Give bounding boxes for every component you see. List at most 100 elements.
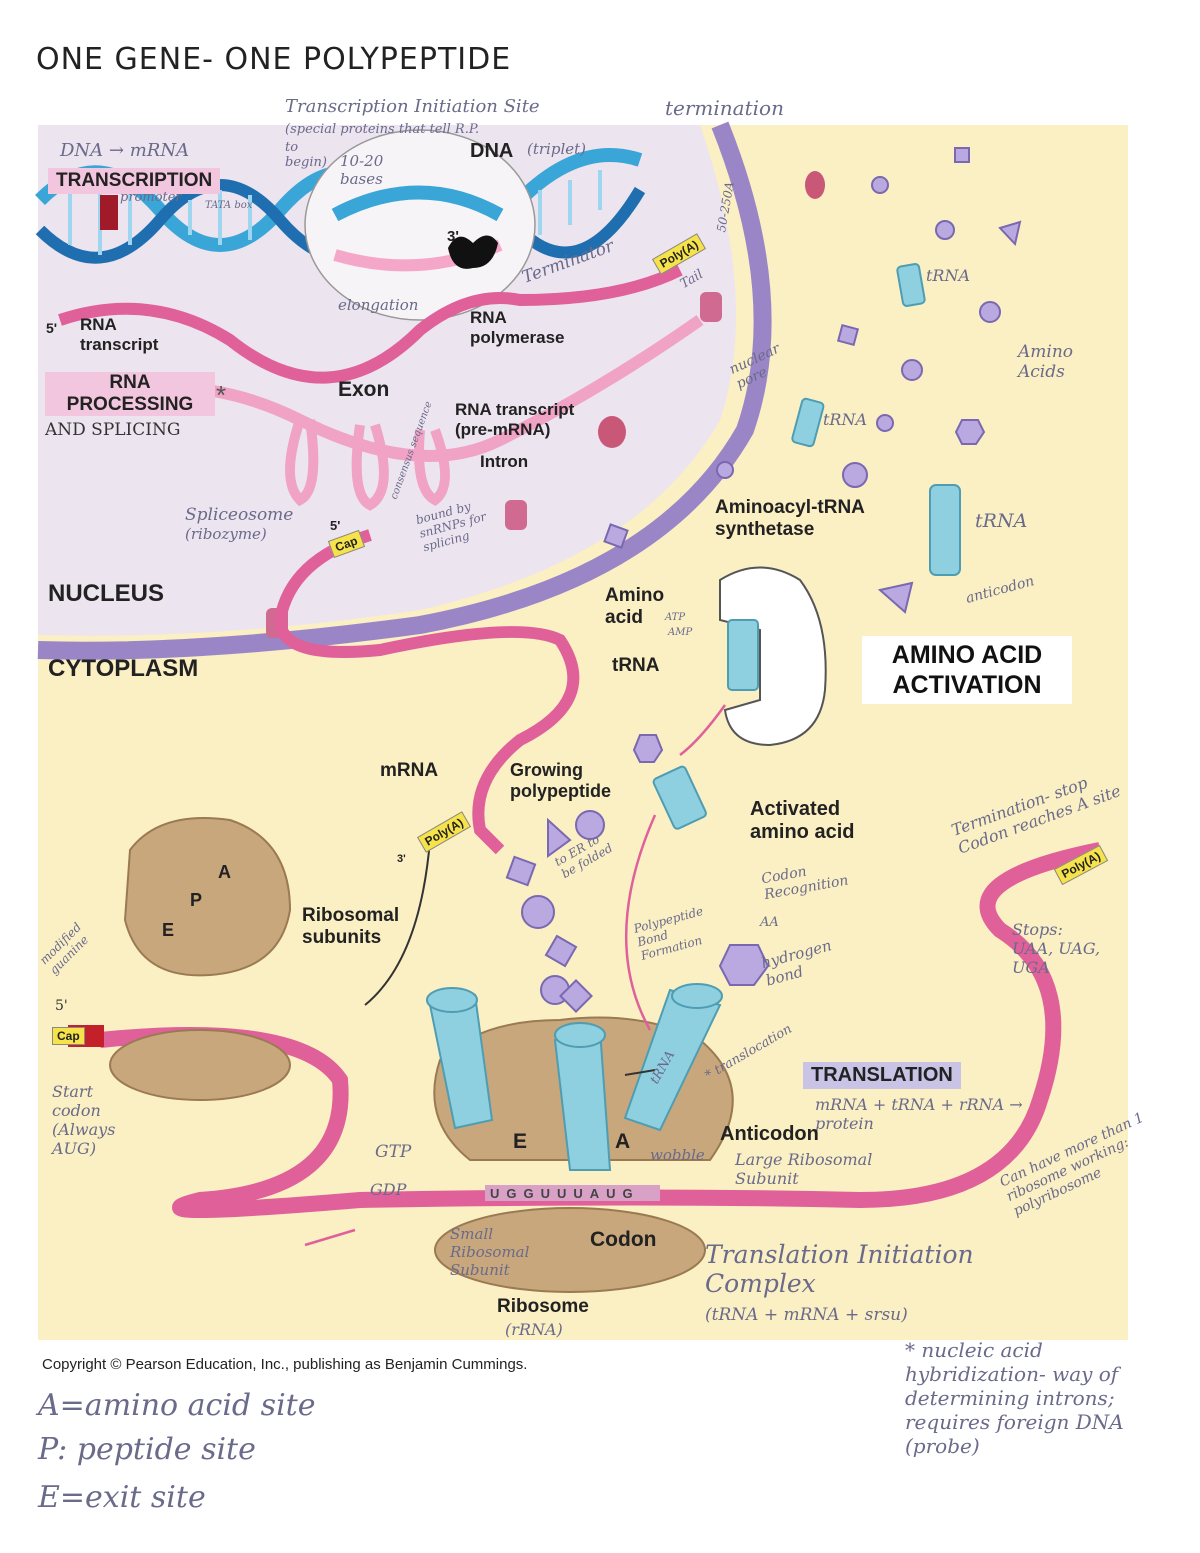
five-prime-label: 5': [46, 320, 58, 336]
rna-processing-label: RNA PROCESSING: [45, 372, 215, 416]
dna-to-mrna-note: DNA → mRNA: [60, 140, 190, 161]
growing-polypeptide-label: Growing polypeptide: [510, 760, 612, 801]
free-trna: [929, 484, 961, 576]
e-site-label: E: [513, 1130, 528, 1153]
five-prime-2: 5': [55, 998, 68, 1014]
mrna-ribbon: [273, 529, 580, 855]
bases-note: 10-20 bases: [340, 152, 384, 188]
dna-open-strand: [331, 185, 504, 222]
initiation-note2: to begin): [285, 140, 327, 170]
dna-label: DNA: [470, 140, 514, 162]
splicing-label: AND SPLICING: [45, 420, 181, 440]
amp-note: AMP: [668, 627, 693, 638]
five-prime-cap: 5': [330, 518, 341, 533]
amino-acid: [544, 934, 578, 968]
activated-amino-acid-label: Activated amino acid: [750, 798, 855, 843]
site-p-label: P: [190, 890, 203, 910]
amino-acid: [505, 855, 537, 887]
initiation-complex-note: Translation Initiation Complex: [705, 1240, 974, 1298]
tata-box-note: TATA box: [205, 200, 253, 211]
rrna-note: (rRNA): [505, 1320, 563, 1339]
trna-p-top: [554, 1022, 606, 1048]
arrow-to-ribosome: [625, 814, 657, 1031]
gdp-note: GDP: [370, 1180, 407, 1199]
transcription-bubble: [304, 129, 536, 321]
trna-label: tRNA: [612, 655, 660, 676]
intron-label: Intron: [480, 452, 529, 471]
processing-star: *: [216, 380, 227, 410]
site-a-label: A: [218, 862, 231, 882]
translation-label: TRANSLATION: [803, 1062, 961, 1089]
nuclear-pore: [505, 500, 527, 530]
arrow-subunits: [364, 839, 431, 1006]
nuclear-pore: [598, 416, 626, 448]
rna-transcript-ribbon: [58, 264, 683, 384]
transcription-label: TRANSCRIPTION: [48, 168, 221, 194]
nuclear-pore: [805, 171, 825, 199]
large-subunit-note: Large Ribosomal Subunit: [735, 1150, 873, 1188]
rna-transcript-label: RNA transcript: [80, 315, 159, 354]
arrow-ribosome-leave: [304, 1228, 356, 1247]
promoter-note: promoter: [120, 190, 182, 205]
small-ribosomal-subunit: [434, 1207, 706, 1293]
nucleus-label: NUCLEUS: [48, 580, 165, 607]
free-amino-acids: [603, 147, 1022, 614]
initiation-site-note: Transcription Initiation Site: [285, 96, 540, 117]
initiation-formula-note: (tRNA + mRNA + srsu): [705, 1305, 908, 1325]
start-codon-note: Start codon (Always AUG): [52, 1082, 116, 1158]
amino-acid: [632, 734, 664, 763]
stop-codons-note: Stops: UAA, UAG, UGA: [1012, 920, 1101, 977]
amino-acid: [521, 895, 555, 929]
pre-mrna-label: RNA transcript (pre-mRNA): [455, 400, 575, 439]
note-e-site: E=exit site: [38, 1480, 206, 1515]
arrow-translocation: [624, 1069, 656, 1076]
a-site-label: A: [615, 1130, 631, 1153]
small-subunit-note: Small Ribosomal Subunit: [450, 1225, 530, 1279]
mrna-label: mRNA: [380, 760, 439, 781]
spliceosome-note: Spliceosome: [185, 505, 294, 525]
termination-note: termination: [665, 96, 784, 120]
triplet-note: (triplet): [527, 140, 587, 158]
cytoplasm-label: CYTOPLASM: [48, 655, 199, 682]
elongation-note: elongation: [338, 296, 419, 314]
trna-note-3: tRNA: [975, 510, 1028, 532]
anticodon-label: Anticodon: [720, 1123, 819, 1145]
codon-label: Codon: [590, 1228, 657, 1251]
synthetase-label: Aminoacyl-tRNA synthetase: [715, 497, 865, 540]
amino-acid: [559, 979, 593, 1013]
site-e-label: E: [162, 920, 175, 940]
note-hybridization: * nucleic acid hybridization- way of det…: [905, 1338, 1124, 1458]
trna-note-1: tRNA: [926, 266, 971, 285]
amino-acid-activation-label: AMINO ACID ACTIVATION: [862, 636, 1072, 704]
trna-exit-top: [426, 987, 478, 1013]
ribosome-label: Ribosome: [497, 1296, 589, 1317]
initiation-note: (special proteins that tell R.P.: [285, 122, 480, 137]
ribozyme-note: (ribozyme): [185, 525, 267, 543]
amino-acid: [718, 944, 770, 986]
trna-a-top: [671, 983, 723, 1009]
amino-acid: [547, 817, 572, 858]
atp-note: ATP: [665, 612, 686, 623]
gtp-note: GTP: [375, 1142, 412, 1162]
aminoacyl-trna-synthetase: [719, 566, 827, 747]
free-trna: [791, 397, 825, 448]
trna-in-synthetase: [727, 619, 759, 691]
amino-acid: [575, 810, 605, 840]
amino-acid-label: Amino acid: [605, 585, 665, 628]
three-prime-label: 3': [447, 228, 459, 245]
free-trna: [896, 263, 926, 307]
three-prime-label-2: 3': [397, 853, 406, 865]
note-a-site: A=amino acid site: [38, 1388, 316, 1423]
nuclear-membrane: [37, 121, 772, 660]
aa-note: AA: [760, 915, 779, 930]
intron-loop: [351, 423, 389, 511]
rna-polymerase-shape: [448, 235, 498, 269]
codon-strip: [485, 1185, 660, 1201]
ribosomal-subunits-label: Ribosomal subunits: [302, 905, 400, 948]
free-small-subunit: [109, 1029, 291, 1101]
cap-tag-2: Cap: [52, 1027, 85, 1045]
exon-label: Exon: [338, 378, 390, 401]
copyright-text: Copyright © Pearson Education, Inc., pub…: [42, 1356, 528, 1373]
codon-sequence: UGGUUUAUG: [490, 1186, 640, 1201]
amino-acids-note: Amino Acids: [1018, 342, 1074, 382]
